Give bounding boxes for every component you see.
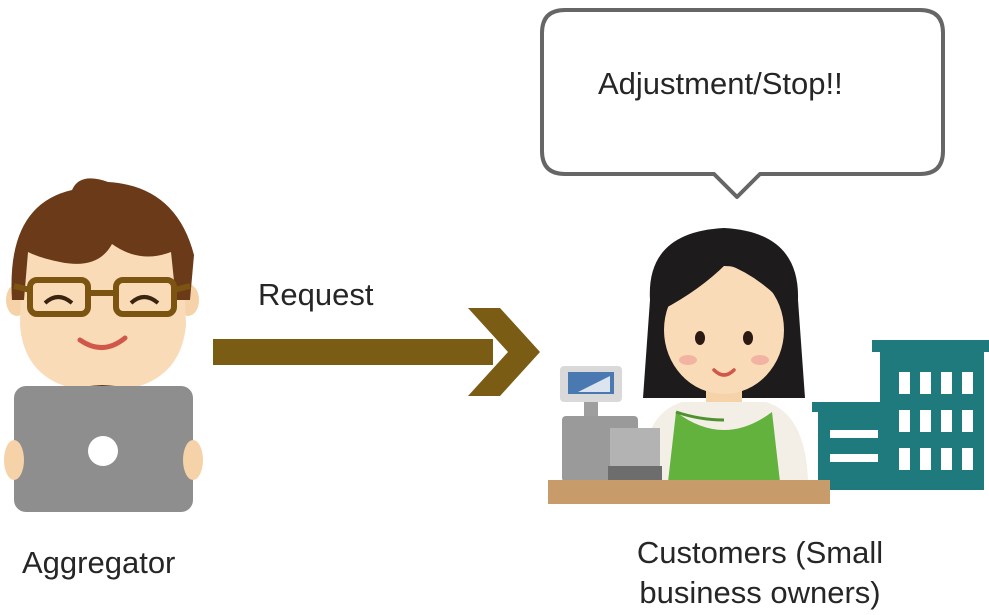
aggregator-label: Aggregator	[22, 545, 176, 580]
building-icon	[812, 340, 989, 490]
customers-label: Customers (Small business owners)	[636, 535, 884, 610]
request-label: Request	[258, 277, 374, 312]
cash-register-icon	[560, 366, 662, 482]
request-arrow	[213, 308, 540, 396]
speech-bubble	[540, 8, 945, 199]
bubble-text: Adjustment/Stop!!	[598, 66, 843, 101]
counter-icon	[548, 480, 830, 504]
shopkeeper-icon	[640, 228, 808, 482]
aggregator-icon	[4, 178, 203, 512]
